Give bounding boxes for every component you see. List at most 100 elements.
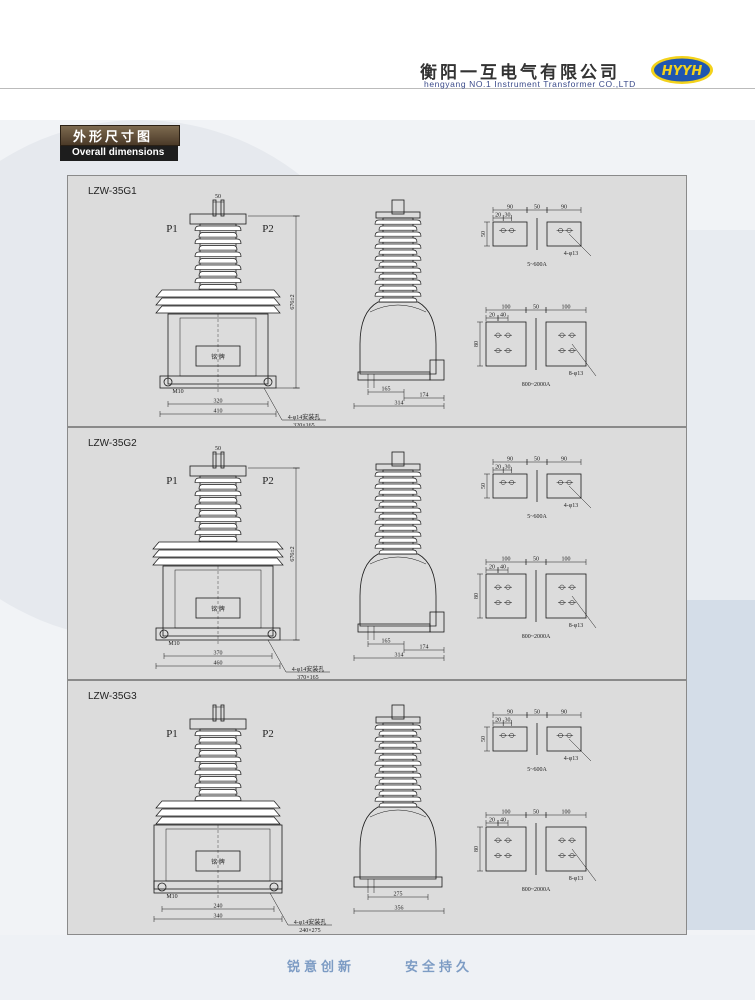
terminal-b-width-right: 100 <box>562 305 571 311</box>
insulator-shed <box>194 795 242 801</box>
terminal-b-plate-right <box>545 321 587 367</box>
insulator-shed <box>194 730 242 736</box>
thread-label: M10 <box>166 894 177 900</box>
insulator-shed <box>374 519 422 525</box>
side-top-terminal <box>391 451 405 467</box>
mounting-base <box>159 375 277 389</box>
top-width-label: 50 <box>215 446 221 452</box>
section-subtitle-box <box>60 146 178 161</box>
secondary-box <box>429 611 445 633</box>
header-rule <box>0 88 755 89</box>
insulator-shed <box>194 516 242 522</box>
terminal-a-plate-right <box>546 473 582 499</box>
terminal-stud <box>220 451 225 469</box>
insulator-shed <box>378 778 418 784</box>
insulator-shed <box>198 271 238 277</box>
terminal-b-width-left: 100 <box>502 810 511 816</box>
insulator-shed <box>194 251 242 257</box>
insulator-shed <box>378 285 418 291</box>
terminal-b-pitch2: 40 <box>500 565 506 571</box>
insulator-shed <box>374 772 422 778</box>
section-title-cn: 外形尺寸图 <box>73 130 154 145</box>
insulator-shed <box>374 279 422 285</box>
terminal-a-hole-note: 4-φ13 <box>564 503 578 509</box>
lower-shed <box>152 549 284 558</box>
insulator-shed <box>194 225 242 231</box>
insulator-shed <box>194 490 242 496</box>
terminal-b-width-gap: 50 <box>533 305 539 311</box>
insulator-shed <box>378 249 418 255</box>
terminal-b-width-gap: 50 <box>533 557 539 563</box>
insulator-shed <box>194 743 242 749</box>
insulator-shed <box>374 748 422 754</box>
side-top-cap <box>375 716 421 724</box>
terminal-a-plate-right <box>546 221 582 247</box>
insulator-shed <box>378 237 418 243</box>
terminal-b-current-range: 800~2000A <box>522 887 551 893</box>
terminal-b-pitch2: 40 <box>500 313 506 319</box>
terminal-stud <box>220 199 225 217</box>
top-terminal-plate <box>189 718 247 730</box>
side-dim-a: 165 <box>382 639 391 645</box>
mounting-spacing: 370×165 <box>297 675 318 679</box>
inner-width-dimension: 320 <box>214 399 223 405</box>
nameplate <box>195 345 241 367</box>
insulator-shed <box>198 536 238 542</box>
terminal-a-width-right: 90 <box>561 205 567 211</box>
insulator-shed <box>378 802 418 808</box>
terminal-a-height: 50 <box>481 231 487 237</box>
side-dim-b: 174 <box>420 393 429 399</box>
terminal-b-pitch: 20 <box>489 565 495 571</box>
height-dimension: 676±2 <box>290 294 296 309</box>
terminal-stud <box>212 451 217 469</box>
insulator-shed <box>378 273 418 279</box>
terminal-a-current-range: 5~600A <box>527 514 547 520</box>
outer-width-dimension: 340 <box>214 914 223 920</box>
insulator-shed <box>374 471 422 477</box>
height-dimension: 676±2 <box>290 546 296 561</box>
ground-bolt <box>163 377 173 387</box>
top-width-label: 50 <box>215 194 221 200</box>
side-top-terminal <box>391 199 405 215</box>
slogan-safety: 安全持久 <box>405 960 474 975</box>
ground-bolt <box>159 629 169 639</box>
side-top-cap <box>375 463 421 471</box>
terminal-b-hole-note: 8-φ13 <box>569 876 583 882</box>
terminal-a-pitch2: 30 <box>504 213 510 219</box>
insulator-shed <box>374 784 422 790</box>
terminal-b-plate-right <box>545 573 587 619</box>
lower-shed <box>155 289 281 298</box>
terminal-a-width-left: 90 <box>507 457 513 463</box>
terminal-a-width-right: 90 <box>561 457 567 463</box>
terminal-a-plate-right <box>546 726 582 752</box>
side-body <box>359 553 437 627</box>
terminal-b-height: 80 <box>474 593 480 599</box>
insulator-shed <box>198 484 238 490</box>
insulator-shed <box>198 245 238 251</box>
terminal-stud <box>212 704 217 722</box>
nameplate <box>195 597 241 619</box>
primary-terminal-p1: P1 <box>166 475 178 487</box>
inner-width-dimension: 240 <box>214 904 223 910</box>
insulator-shed <box>378 477 418 483</box>
terminal-a-current-range: 5~600A <box>527 767 547 773</box>
mounting-base <box>155 627 281 641</box>
company-logo: HYYH <box>651 56 713 84</box>
insulator-shed <box>374 507 422 513</box>
insulator-shed <box>198 510 238 516</box>
terminal-b-plate-right <box>545 826 587 872</box>
terminal-a-hole-note: 4-φ13 <box>564 251 578 257</box>
insulator-shed <box>198 737 238 743</box>
terminal-a-pitch: 20 <box>495 213 501 219</box>
insulator-shed <box>378 489 418 495</box>
insulator-shed <box>194 503 242 509</box>
lower-shed <box>152 557 284 566</box>
lower-shed <box>155 297 281 306</box>
lower-shed <box>155 808 281 817</box>
insulator-shed <box>198 750 238 756</box>
nameplate-label: 铭 牌 <box>211 858 225 866</box>
